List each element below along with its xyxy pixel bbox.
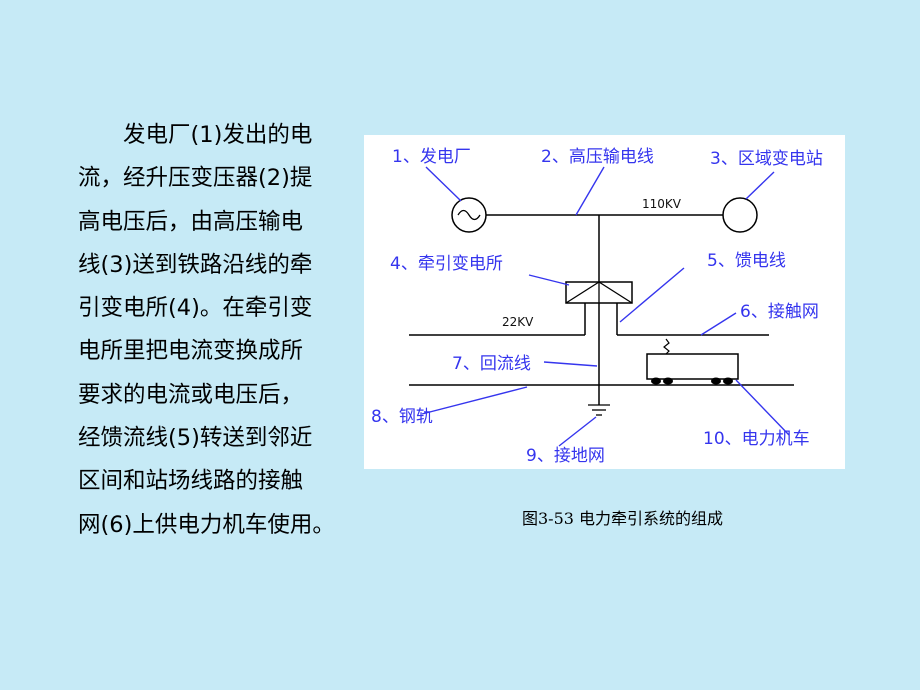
label-locomotive: 10、电力机车: [703, 429, 810, 449]
text-line: 流，经升压变压器(2)提: [78, 165, 313, 192]
regional-substation-symbol: [722, 197, 758, 233]
pointer-locomotive: [735, 379, 790, 436]
text-line: 引变电所(4)。在牵引变: [78, 295, 313, 322]
generator-symbol: [451, 197, 487, 233]
text-line: 区间和站场线路的接触: [78, 468, 304, 495]
pointer-rail: [421, 386, 528, 415]
pointer-power-plant: [425, 166, 462, 202]
ground-symbol: [588, 404, 610, 416]
label-traction-substation: 4、牵引变电所: [390, 254, 503, 274]
description-text: 发电厂(1)发出的电 流，经升压变压器(2)提 高电压后，由高压输电 线(3)送…: [78, 114, 358, 547]
text-line: 要求的电流或电压后，: [78, 381, 304, 408]
label-feeder: 5、馈电线: [707, 251, 786, 271]
pointer-regional-substation: [745, 171, 775, 200]
text-line: 高电压后，由高压输电: [78, 208, 304, 235]
label-catenary: 6、接触网: [740, 302, 819, 322]
traction-system-diagram: 110KV 22KV: [364, 135, 845, 469]
locomotive-symbol: [646, 338, 739, 385]
label-regional-substation: 3、区域变电站: [710, 149, 823, 169]
figure-caption: 图3-53 电力牵引系统的组成: [522, 509, 724, 528]
text-line: 线(3)送到铁路沿线的牵: [78, 251, 313, 278]
pointer-return-line: [543, 361, 598, 367]
pointer-hv-line: [575, 166, 605, 216]
text-line: 经馈流线(5)转送到邻近: [78, 425, 313, 452]
label-power-plant: 1、发电厂: [392, 147, 471, 167]
voltage-22kv: 22KV: [502, 315, 534, 329]
pointer-catenary: [700, 312, 737, 336]
label-rail: 8、钢轨: [371, 407, 433, 427]
label-ground-grid: 9、接地网: [526, 446, 605, 466]
label-hv-line: 2、高压输电线: [541, 147, 654, 167]
traction-transformer-symbol: [565, 281, 633, 304]
pointer-traction-substation: [528, 274, 570, 286]
diagram-svg: 110KV 22KV: [371, 147, 823, 466]
pointer-ground: [558, 416, 597, 447]
text-line: 发电厂(1)发出的电: [123, 122, 313, 148]
pointer-feeder: [619, 267, 685, 323]
voltage-110kv: 110KV: [642, 197, 682, 211]
text-line: 网(6)上供电力机车使用。: [78, 511, 335, 538]
text-line: 电所里把电流变换成所: [78, 338, 304, 365]
label-return-line: 7、回流线: [452, 354, 531, 374]
